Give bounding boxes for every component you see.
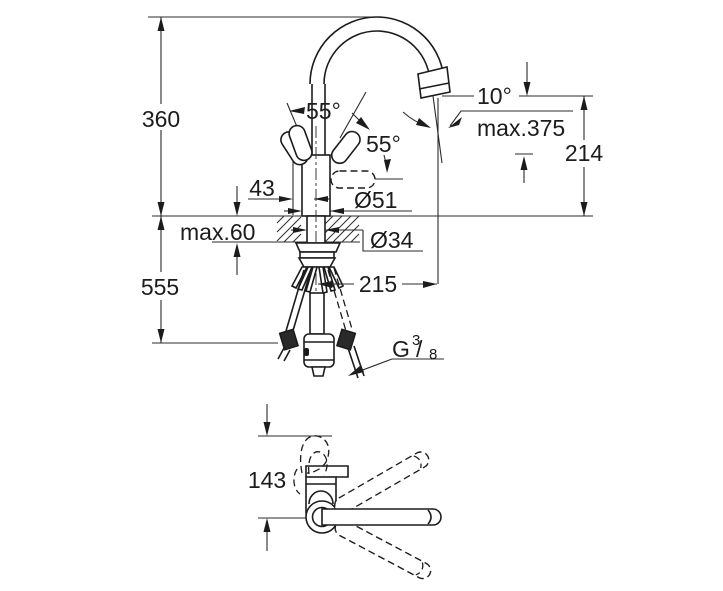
plan-handle-up-dashed xyxy=(293,435,330,495)
dim-angle55-2: 55° xyxy=(366,131,401,173)
dim-label-360: 360 xyxy=(142,106,180,132)
dim-label-55-2: 55° xyxy=(366,131,401,157)
dim-43: 43 xyxy=(248,175,330,202)
plan-lever-swing-down xyxy=(334,519,432,580)
mounting-hardware xyxy=(290,242,345,294)
dim-label-143: 143 xyxy=(248,467,286,493)
reference-lines xyxy=(148,16,593,344)
counter-hatch-left xyxy=(276,215,302,243)
faucet-body xyxy=(292,126,331,300)
spout-arc xyxy=(309,16,445,155)
handle-lever-open-flat xyxy=(330,170,403,189)
dim-143: 143 xyxy=(248,404,332,551)
thread-label-letter: G xyxy=(392,336,410,362)
dim-215: 215 xyxy=(318,271,437,297)
dim-label-214: 214 xyxy=(565,140,604,166)
thread-label-numerator: 3 xyxy=(412,332,420,349)
dim-label-max60: max.60 xyxy=(180,219,255,245)
thread-label-slash: / xyxy=(416,336,423,362)
dim-max60: max.60 xyxy=(180,186,255,275)
dim-label-215: 215 xyxy=(359,271,397,297)
dim-max375: max.375 xyxy=(477,62,565,183)
dim-label-dia51: Ø51 xyxy=(354,187,397,213)
side-view: 360 555 43 max.60 Ø51 xyxy=(141,16,604,379)
dim-dia34: Ø34 xyxy=(291,227,423,253)
dim-angle10: 10° xyxy=(477,83,512,109)
plan-view: 143 xyxy=(248,404,442,580)
spout-angle-lines xyxy=(402,95,573,284)
dim-label-55-1: 55° xyxy=(306,98,341,124)
plan-lever-swing-up xyxy=(334,451,430,514)
dim-label-10: 10° xyxy=(477,83,512,109)
handle-lever-closed xyxy=(280,124,313,166)
dim-label-dia34: Ø34 xyxy=(370,227,414,253)
check-valve-assembly xyxy=(303,292,335,377)
thread-label-denominator: 8 xyxy=(429,346,437,363)
supply-hose-left xyxy=(277,269,311,362)
spout-outlet xyxy=(417,66,451,99)
dim-label-max375: max.375 xyxy=(477,115,565,141)
dim-214: 214 xyxy=(565,96,604,216)
dim-dia51: Ø51 xyxy=(284,187,412,214)
dim-angle55-1: 55° xyxy=(289,98,370,130)
handle-lever-open-mid xyxy=(330,130,361,165)
dim-label-43: 43 xyxy=(249,175,275,201)
plan-lever-side xyxy=(321,508,442,526)
thread-callout: G 3 / 8 xyxy=(348,332,444,376)
dim-label-555: 555 xyxy=(141,274,179,300)
dim-360-555: 360 555 xyxy=(141,17,180,343)
